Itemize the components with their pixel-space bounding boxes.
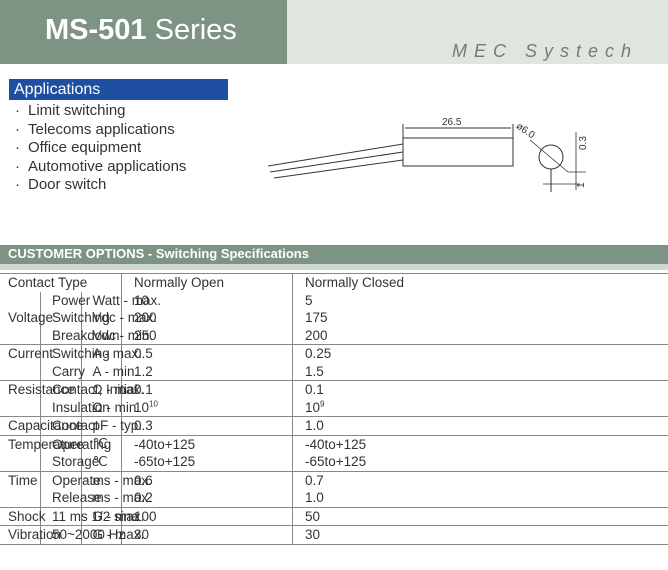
title-banner (0, 0, 287, 64)
list-item: ·Office equipment (15, 139, 142, 156)
table-row: Power Watt - max. 10 5 (0, 291, 668, 309)
series-label: Series (154, 14, 237, 46)
bullet-icon: · (15, 157, 20, 175)
options-band (0, 245, 668, 264)
list-item: ·Telecoms applications (15, 120, 175, 138)
list-item: ·Automotive applications (15, 157, 187, 175)
length-label: 26.5 (442, 117, 462, 128)
switch-body (402, 137, 514, 167)
normally-open-header: Normally Open (121, 273, 293, 292)
bullet-icon: · (15, 176, 20, 193)
table-row: Shock 11 ms 1/2 sine G - max. 100 50 (0, 506, 668, 526)
reed-switch-drawing: 26.5 ø6.0 0.3 1 (268, 117, 589, 192)
dimension-label-a: 0.3 (578, 136, 589, 150)
table-row: Release ms - max. 0.2 1.0 (0, 489, 668, 507)
table-row: Resistance Contact, Initial Ω - max. 0.1… (0, 380, 668, 399)
lead-wire-mid (269, 151, 404, 173)
applications-heading: Applications (9, 79, 228, 100)
lead-wire-top (268, 143, 404, 167)
insulation-closed-value: 109 (292, 398, 668, 417)
bullet-icon: · (15, 139, 20, 156)
list-item: ·Door switch (15, 176, 107, 193)
brand-banner (287, 0, 668, 64)
options-title: CUSTOMER OPTIONS - Switching Specificati… (8, 246, 309, 261)
table-row: Vibration 50~2000 Hz G - max. 30 30 (0, 525, 668, 545)
table-row: Time Operate ms - max. 0.6 0.7 (0, 470, 668, 489)
lead-wire-bottom (273, 159, 404, 179)
diameter-label: ø6.0 (514, 121, 537, 142)
specifications-table: Contact Type Normally Open Normally Clos… (0, 273, 668, 545)
page-title: MS-501 Series (45, 14, 237, 47)
list-item: ·Limit switching (15, 102, 126, 119)
table-row: Temperature Operating ℃ -40to+125 -40to+… (0, 434, 668, 453)
cross-section-circle (538, 144, 564, 170)
model-name: MS-501 (45, 14, 147, 46)
bullet-icon: · (15, 102, 20, 119)
table-row: Insulation Ω - min. 1010 109 (0, 398, 668, 417)
table-row: Storage ℃ -65to+125 -65to+125 (0, 453, 668, 471)
table-header-row: Contact Type Normally Open Normally Clos… (0, 273, 668, 292)
normally-closed-header: Normally Closed (292, 273, 668, 292)
contact-type-label: Contact Type (0, 273, 122, 292)
dimension-label-b: 1 (576, 182, 587, 188)
table-row: Breakdown Vdc - min. 250 200 (0, 326, 668, 345)
options-underline (0, 264, 668, 270)
applications-list: ·Limit switching ·Telecoms applications … (15, 102, 186, 195)
insulation-open-value: 1010 (121, 398, 293, 417)
brand-name: MEC Systech (452, 41, 639, 61)
bullet-icon: · (15, 120, 20, 138)
table-row: Current Switching A - max. 0.5 0.25 (0, 344, 668, 363)
table-row: Voltage Switching Vdc - max. 200 175 (0, 309, 668, 327)
table-row: Capacitance Contact pF - typ. 0.3 1.0 (0, 416, 668, 435)
table-row: Carry A - min. 1.2 1.5 (0, 362, 668, 381)
